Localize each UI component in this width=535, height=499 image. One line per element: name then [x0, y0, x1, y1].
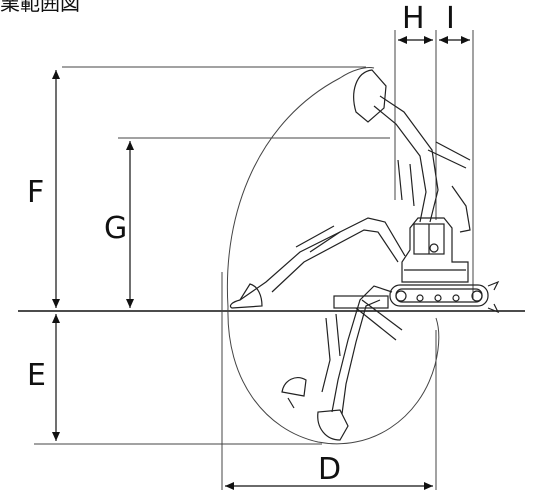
- label-i: I: [446, 1, 455, 36]
- label-h: H: [402, 1, 425, 36]
- label-e: E: [27, 358, 46, 393]
- pose-max-depth: [281, 285, 403, 441]
- working-envelope-upper: [226, 67, 375, 308]
- excavator-illustration: [229, 69, 500, 441]
- pose-max-reach: [229, 217, 406, 309]
- label-f: F: [27, 175, 44, 210]
- track-undercarriage: [333, 280, 500, 314]
- cab-body: [401, 217, 469, 283]
- label-g: G: [104, 211, 127, 246]
- pose-max-height: [353, 69, 471, 233]
- diagram-title: 業範囲図: [0, 0, 80, 15]
- working-envelope-lower: [227, 306, 440, 445]
- label-d: D: [318, 452, 341, 487]
